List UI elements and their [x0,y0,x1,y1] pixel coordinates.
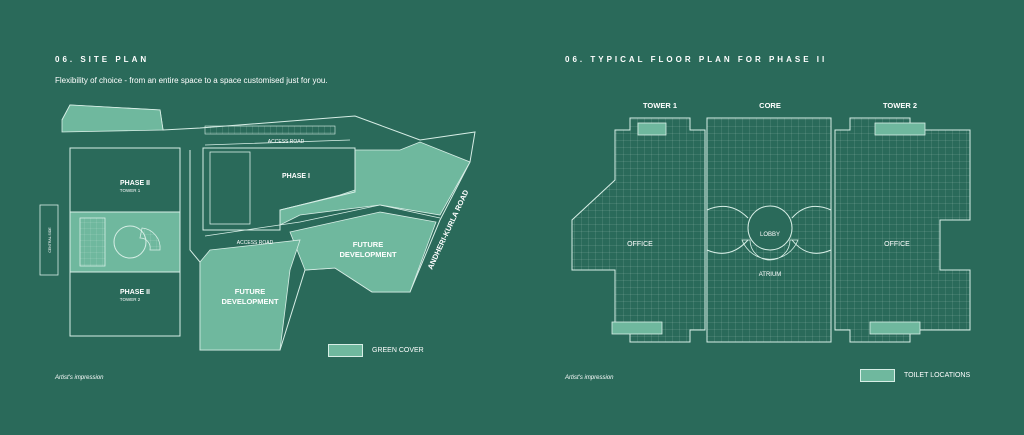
label-phase2-tower2-sub: TOWER 2 [120,297,141,302]
tower2-toilet-top [874,122,926,136]
phase2-atrium-grid [79,217,106,267]
green-cover-top [61,104,164,133]
label-atrium: ATRIUM [759,272,782,278]
green-cover-phase1-side [279,141,471,226]
core-bridges [706,205,832,254]
lobby-circle [747,205,793,251]
floor-plan-diagram: TOWER 1 CORE TOWER 2 OFFICE OFFICE LOBBY… [571,101,971,343]
tower2-outline [834,117,971,343]
phase1-block [202,147,356,231]
central-side-strip [39,204,59,276]
toilet-locations-label: TOILET LOCATIONS [904,372,971,379]
label-access-road-bottom: ACCESS ROAD [237,240,274,246]
label-phase1: PHASE I [282,173,310,180]
label-phase2-tower1: PHASE II [120,180,150,187]
green-cover-future-left [199,239,301,351]
phase1-core [209,151,251,225]
site-plan-heading: 06. SITE PLAN [55,55,150,64]
tower1-toilet-top [637,122,667,136]
phase1-hatch [204,125,336,135]
green-cover-swatch [328,344,363,357]
label-future-dev-left-2: DEVELOPMENT [221,297,279,306]
label-future-dev-right-2: DEVELOPMENT [339,250,397,259]
label-phase2-tower2: PHASE II [120,289,150,296]
site-plan-subtitle: Flexibility of choice - from an entire s… [55,76,328,85]
floor-plan-heading: 06. TYPICAL FLOOR PLAN FOR PHASE II [565,55,828,64]
tower2-toilet-bottom [869,321,921,335]
label-access-road-top: ACCESS ROAD [268,139,305,145]
phase2-atrium-circle [113,225,147,259]
label-core: CORE [759,101,781,110]
toilet-locations-swatch [860,369,895,382]
site-plan-footnote: Artist's impression [55,375,104,381]
tower1-outline [571,117,706,343]
label-future-dev-right-1: FUTURE [353,240,383,249]
green-cover-legend: GREEN COVER [328,344,424,357]
label-tower1: TOWER 1 [643,101,677,110]
green-cover-future-right [289,211,437,293]
site-plan-diagram: PHASE II TOWER 1 PHASE II TOWER 2 PHASE … [39,104,476,351]
phase2-tower2-block [69,271,181,337]
label-central-side: CENTRAL SIDE [48,227,52,253]
floor-plan-footnote: Artist's impression [565,375,614,381]
tower1-toilet-bottom [611,321,663,335]
label-tower2: TOWER 2 [883,101,917,110]
green-cover-label: GREEN COVER [372,347,424,354]
label-future-dev-left-1: FUTURE [235,287,265,296]
label-lobby: LOBBY [760,232,780,238]
label-phase2-tower1-sub: TOWER 1 [120,188,141,193]
phase2-atrium-stairs [139,227,161,251]
access-road [204,139,441,237]
label-office-right: OFFICE [884,241,910,248]
atrium-stairs [741,239,799,261]
label-office-left: OFFICE [627,241,653,248]
toilet-locations-legend: TOILET LOCATIONS [860,369,970,382]
